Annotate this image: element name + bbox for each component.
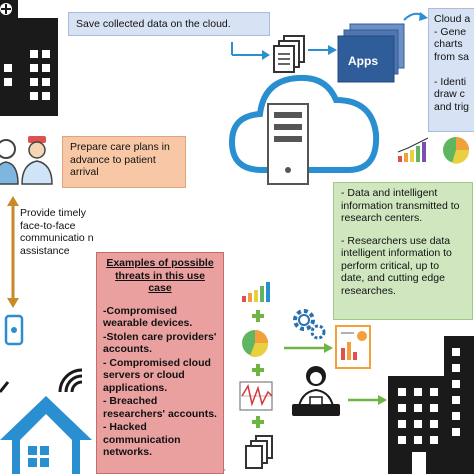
bar-chart-icon [242, 282, 270, 302]
threat-item: - Hacked communication networks. [103, 421, 181, 458]
research-report-icon [335, 325, 371, 369]
doctor-icon [0, 139, 19, 185]
cloud-apps-note: Cloud a - Gene charts from sa - Identi d… [428, 8, 474, 132]
documents-icon [245, 435, 273, 469]
threats-title: Examples of possible threats in this use… [106, 257, 214, 294]
research-note-item: - Researchers use data intelligent infor… [341, 234, 452, 297]
server-icon [267, 103, 309, 185]
wifi-icon [58, 368, 83, 393]
hospital-building-icon [0, 0, 58, 116]
pie-chart-icon [242, 330, 269, 358]
save-data-text: Save collected data on the cloud. [76, 18, 231, 30]
arrow-icon [348, 395, 387, 405]
plus-icon [252, 416, 264, 428]
research-building-icon [388, 336, 474, 474]
nurse-icon [21, 136, 53, 185]
researcher-icon [292, 366, 340, 416]
threat-item: -Compromised wearable devices. [103, 304, 193, 330]
prepare-care-plans-note: Prepare care plans in advance to patient… [62, 136, 186, 188]
cloud-icon [228, 74, 380, 173]
house-icon [0, 396, 92, 474]
arrow-icon [7, 196, 19, 308]
threat-item: - Compromised cloud servers or cloud app… [103, 356, 211, 394]
prepare-care-plans-text: Prepare care plans in advance to patient… [70, 141, 170, 178]
arrow-icon [231, 12, 428, 60]
threat-item: - Breached researchers' accounts. [103, 395, 217, 420]
smartphone-icon [4, 314, 24, 346]
waveform-icon [239, 381, 273, 411]
save-data-note: Save collected data on the cloud. [68, 12, 270, 36]
documents-icon [273, 35, 305, 73]
threat-item: -Stolen care providers' accounts. [103, 330, 217, 356]
arrow-icon [284, 343, 333, 353]
research-note-item: - Data and intelligent information trans… [341, 187, 460, 224]
apps-label: Apps [348, 54, 378, 68]
threats-box: Examples of possible threats in this use… [96, 252, 224, 474]
provide-communication-note: Provide timely face-to-face communicatio… [20, 207, 94, 257]
plus-icon [252, 364, 264, 376]
pie-chart-icon [443, 137, 470, 164]
plus-icon [252, 310, 264, 322]
bar-chart-icon [397, 137, 429, 162]
research-centers-note: - Data and intelligent information trans… [333, 182, 473, 320]
gear-icon [293, 309, 326, 340]
apps-window-icon: Apps [337, 23, 405, 83]
